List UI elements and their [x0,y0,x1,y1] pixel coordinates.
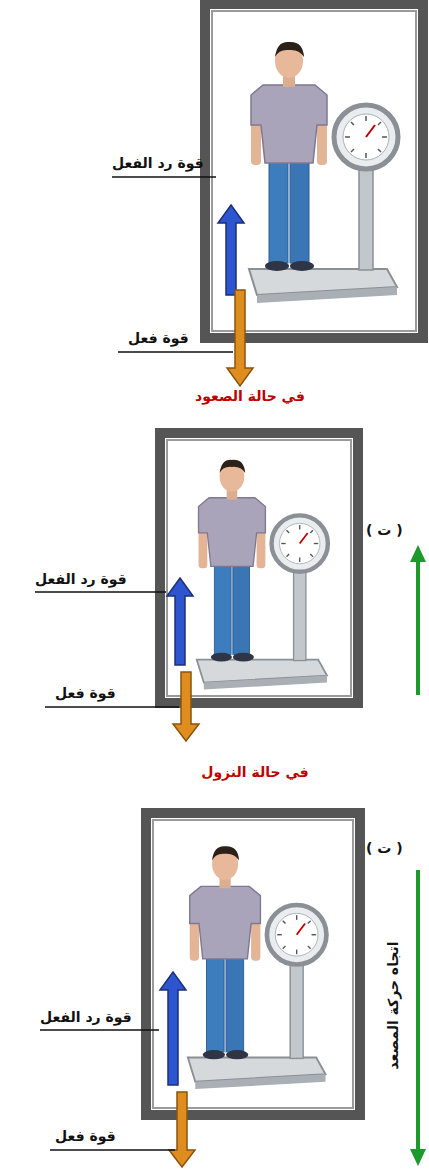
leader-lines [35,177,233,1150]
action-arrow [227,290,253,386]
force-label: قوة فعل [55,1128,116,1145]
force-label: قوة رد الفعل [35,571,127,588]
motion-arrowhead [410,545,426,562]
motion-arrow [416,870,420,1150]
reaction-arrow [167,578,193,665]
case-heading: في حالة النزول [201,764,309,781]
case-heading: في حالة الصعود [195,388,305,405]
action-arrow [169,1092,195,1167]
reaction-arrow [218,205,244,295]
motion-arrow [416,560,420,695]
direction-label: اتجاه حركة المصعد [384,941,401,1069]
elevator-frame [205,4,423,338]
elevator-frame-inner [212,11,416,331]
elevator-frame-inner [153,820,353,1108]
force-label: قوة فعل [55,685,116,702]
elevator-frame [160,433,358,703]
boy-on-scale [249,42,398,303]
elevator-frame-inner [167,440,351,696]
force-label: قوة فعل [128,330,189,347]
elevator-frame [146,813,360,1115]
boy-on-scale [197,460,328,690]
reaction-arrow [160,972,186,1085]
symbol-label: ( ت ) [366,522,403,539]
motion-arrowhead [410,1149,426,1166]
force-label: قوة رد الفعل [40,1009,132,1026]
symbol-label: ( ت ) [366,840,403,857]
force-label: قوة رد الفعل [112,155,204,172]
boy-on-scale [188,846,327,1089]
